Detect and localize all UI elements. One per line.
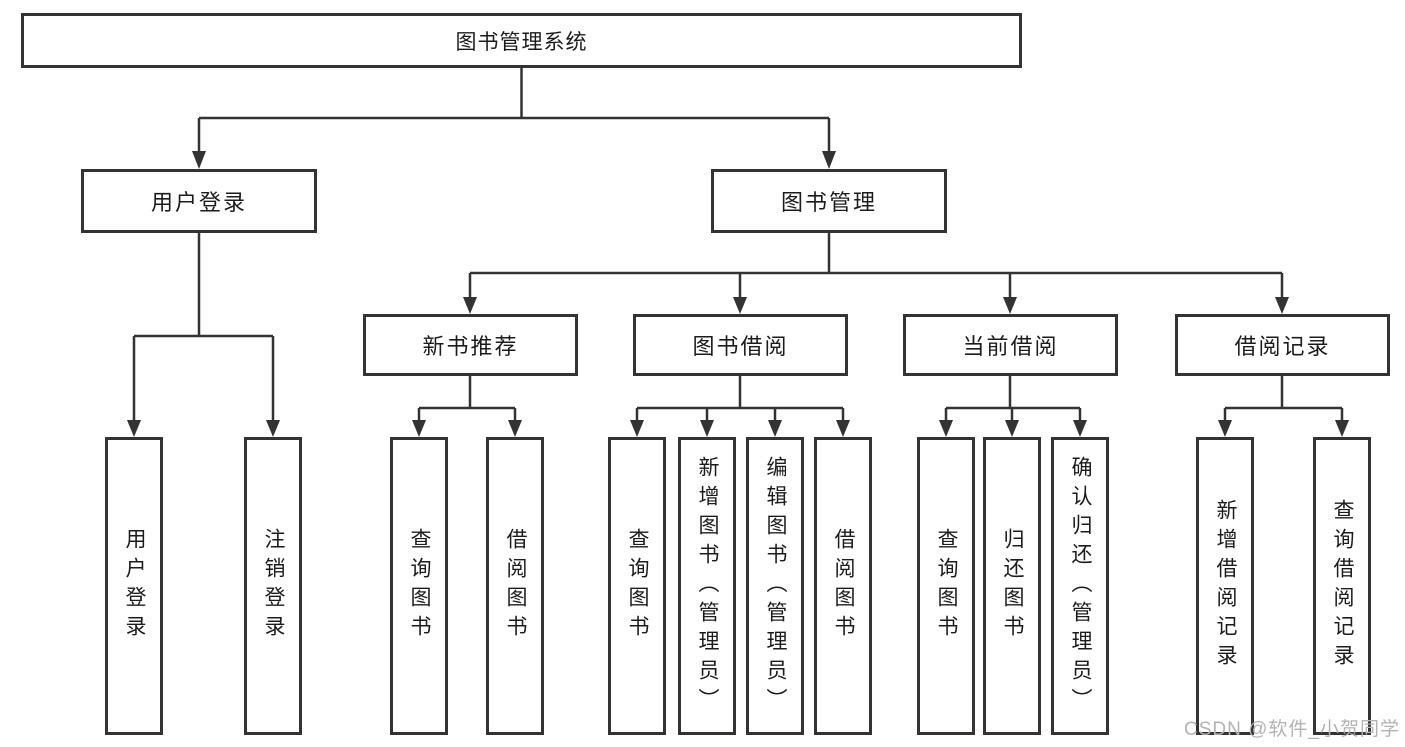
node-user-login-label: 用户登录 — [150, 190, 247, 215]
leaf-query-book-borrow-label: 查询图书 — [626, 528, 649, 644]
leaf-edit-book-admin-label: 编辑图书（管理员） — [764, 455, 787, 717]
leaf-query-borrow-record: 查询借阅记录 — [1313, 437, 1371, 735]
leaf-query-book-borrow: 查询图书 — [608, 437, 666, 735]
leaf-add-book-admin: 新增图书（管理员） — [678, 437, 736, 735]
node-book-borrow: 图书借阅 — [633, 314, 848, 376]
node-current-borrow-label: 当前借阅 — [962, 334, 1059, 359]
node-borrow-record: 借阅记录 — [1175, 314, 1390, 376]
leaf-add-borrow-record-label: 新增借阅记录 — [1214, 499, 1237, 673]
leaf-confirm-return-admin-label: 确认归还（管理员） — [1069, 455, 1092, 717]
leaf-add-borrow-record: 新增借阅记录 — [1196, 437, 1254, 735]
leaf-user-login: 用户登录 — [105, 437, 163, 735]
csdn-watermark: CSDN @软件_小贺同学 — [1184, 719, 1400, 740]
leaf-borrow-book-label: 借阅图书 — [832, 528, 855, 644]
leaf-query-book-current-label: 查询图书 — [935, 528, 958, 644]
leaf-query-book-current: 查询图书 — [917, 437, 975, 735]
node-book-management-label: 图书管理 — [780, 190, 877, 215]
leaf-logout-login-label: 注销登录 — [262, 528, 285, 644]
leaf-borrow-book-recommend-label: 借阅图书 — [504, 528, 527, 644]
node-book-borrow-label: 图书借阅 — [692, 334, 789, 359]
node-current-borrow: 当前借阅 — [903, 314, 1118, 376]
leaf-borrow-book-recommend: 借阅图书 — [486, 437, 544, 735]
leaf-query-borrow-record-label: 查询借阅记录 — [1331, 499, 1354, 673]
leaf-user-login-label: 用户登录 — [123, 528, 146, 644]
node-book-management: 图书管理 — [711, 169, 947, 233]
leaf-query-book-recommend: 查询图书 — [390, 437, 448, 735]
node-new-book-recommend-label: 新书推荐 — [422, 334, 519, 359]
leaf-edit-book-admin: 编辑图书（管理员） — [746, 437, 804, 735]
node-user-login: 用户登录 — [81, 169, 317, 233]
node-book-management-system-label: 图书管理系统 — [455, 30, 588, 54]
leaf-borrow-book: 借阅图书 — [814, 437, 872, 735]
leaf-confirm-return-admin: 确认归还（管理员） — [1051, 437, 1109, 735]
leaf-query-book-recommend-label: 查询图书 — [408, 528, 431, 644]
leaf-add-book-admin-label: 新增图书（管理员） — [696, 455, 719, 717]
leaf-return-book-label: 归还图书 — [1001, 528, 1024, 644]
node-new-book-recommend: 新书推荐 — [363, 314, 578, 376]
leaf-return-book: 归还图书 — [983, 437, 1041, 735]
node-book-management-system: 图书管理系统 — [21, 13, 1022, 68]
node-borrow-record-label: 借阅记录 — [1234, 334, 1331, 359]
leaf-logout-login: 注销登录 — [244, 437, 302, 735]
